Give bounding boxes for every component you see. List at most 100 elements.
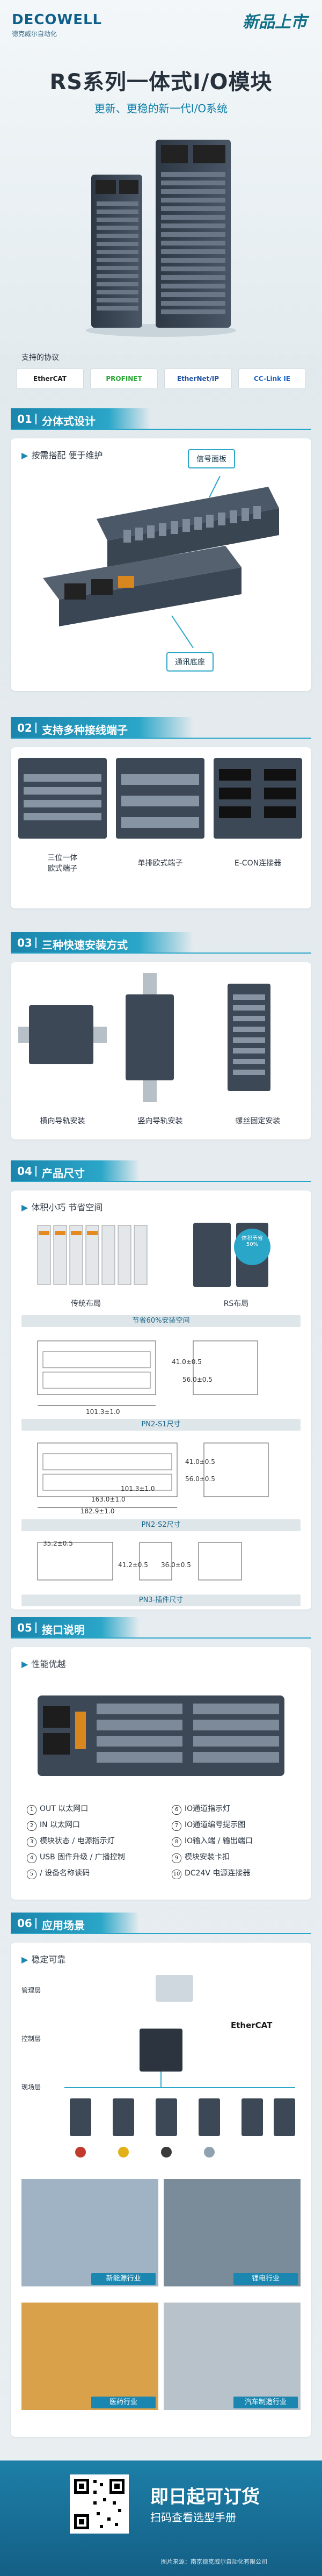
item-text: DC24V 电源连接器	[185, 1869, 251, 1878]
protocol-cclink: CC-Link IE	[238, 369, 306, 389]
applications-card: ▶稳定可靠 管理层 控制层 现场层 EtherCAT	[11, 1943, 311, 2437]
section-number: 05	[17, 1621, 32, 1634]
hero-header: DECOWELL 德克威尔自动化 新品上市 RS系列一体式I/O模块 更新、更稳…	[0, 0, 322, 355]
installation-images	[18, 973, 270, 1102]
industry-tag: 汽车制造行业	[233, 2397, 298, 2408]
item-number: 1	[27, 1805, 36, 1815]
section-number: 03	[17, 936, 32, 949]
triangle-icon: ▶	[21, 1202, 28, 1213]
section-number: 02	[17, 721, 32, 734]
interface-item: 4 USB 固件升级 / 广播控制	[27, 1851, 125, 1863]
terminal-label: 三位一体 欧式端子	[47, 854, 78, 873]
install-label: 螺丝固定安装	[235, 1117, 281, 1125]
protocols-label: 支持的协议	[21, 353, 59, 362]
item-number: 3	[27, 1837, 36, 1847]
image-credit: 图片来源：南京德克威尔自动化有限公司	[161, 2558, 267, 2565]
industry-tag: 锂电行业	[233, 2273, 298, 2285]
section-title: 接口说明	[42, 1623, 85, 1636]
brand-logo[interactable]: DECOWELL 德克威尔自动化	[12, 12, 102, 38]
pn2-s2-banner: PN2-S2尺寸	[21, 1519, 301, 1531]
legacy-layout-caption: 传统布局	[71, 1300, 101, 1308]
install-label: 横向导轨安装	[40, 1117, 85, 1125]
subheading: ▶体积小巧 节省空间	[21, 1200, 103, 1213]
logo-text: DECOWELL	[12, 12, 103, 28]
dimension-label: 36.0±0.5	[161, 1561, 191, 1569]
dimension-drawing-plugin	[37, 1542, 242, 1581]
network-topology-diagram	[64, 1975, 295, 2158]
industry-tag: 医药行业	[91, 2397, 156, 2408]
section-terminals: 02 支持多种接线端子 三位一体 欧式端子 单排欧式端子 E-CON连接器	[11, 717, 311, 911]
scan-manual-text: 扫码查看选型手册	[150, 2511, 236, 2524]
triangle-icon: ▶	[21, 1659, 28, 1669]
subheading: ▶按需搭配 便于维护	[21, 448, 103, 461]
dimension-label: 182.9±1.0	[80, 1507, 115, 1515]
section-header: 04 产品尺寸	[11, 1160, 311, 1182]
section-header: 06 应用场景	[11, 1913, 311, 1934]
section-applications: 06 应用场景 ▶稳定可靠 管理层 控制层 现场层 EtherCAT	[11, 1913, 311, 2450]
item-number: 4	[27, 1853, 36, 1863]
dimensions-card: ▶体积小巧 节省空间 传统布局 RS布局 体积节省50% 节省60%安装空间	[11, 1190, 311, 1610]
item-text: 模块状态 / 电源指示灯	[40, 1837, 115, 1845]
protocol-name: EtherNet/IP	[177, 375, 219, 383]
new-release-badge: 新品上市	[243, 9, 307, 52]
layer-label: 控制层	[21, 2035, 41, 2043]
signal-panel-callout: 信号面板	[188, 449, 235, 468]
application-photos	[21, 2179, 301, 2410]
section-title: 产品尺寸	[42, 1167, 85, 1180]
dimension-label: 163.0±1.0	[91, 1496, 126, 1503]
item-text: IO输入端 / 输出端口	[185, 1837, 253, 1845]
subheading-text: 体积小巧 节省空间	[31, 1202, 103, 1213]
order-now-text: 即日起可订货	[150, 2486, 260, 2508]
dimension-label: 56.0±0.5	[185, 1475, 215, 1483]
dimension-drawing-s1	[37, 1340, 258, 1406]
exploded-module-image	[43, 476, 279, 648]
item-text: USB 固件升级 / 广播控制	[40, 1853, 125, 1861]
industry-tag: 新能源行业	[91, 2273, 156, 2285]
section-title: 三种快速安装方式	[42, 939, 128, 951]
layout-comparison-image	[37, 1223, 270, 1287]
split-design-card: ▶按需搭配 便于维护 信号面板 通讯底座	[11, 438, 311, 691]
hero-product-image	[86, 140, 236, 337]
protocol-ethercat: EtherCAT	[16, 369, 84, 389]
section-number: 01	[17, 413, 32, 425]
subheading-text: 性能优越	[31, 1659, 66, 1669]
qr-code[interactable]	[70, 2474, 129, 2534]
item-text: 模块安装卡扣	[185, 1853, 230, 1861]
item-number: 8	[172, 1837, 181, 1847]
section-title: 支持多种接线端子	[42, 724, 128, 737]
section-installation: 03 三种快速安装方式 横向导轨安装 竖向导轨安装 螺丝固定安装	[11, 932, 311, 1147]
dimension-label: 35.2±0.5	[43, 1540, 73, 1547]
terminal-label: E-CON连接器	[234, 859, 282, 868]
section-split-design: 01 分体式设计 ▶按需搭配 便于维护 信号面板 通讯底座	[11, 408, 311, 691]
section-header: 05 接口说明	[11, 1617, 311, 1639]
badge-text: 新品上市	[243, 13, 307, 32]
section-number: 06	[17, 1917, 32, 1930]
protocol-name: CC-Link IE	[254, 375, 290, 383]
install-label: 竖向导轨安装	[137, 1117, 183, 1125]
pn2-s1-banner: PN2-S1尺寸	[21, 1419, 301, 1431]
savings-bubble: 体积节省50%	[241, 1236, 263, 1247]
protocol-ethernetip: EtherNet/IP	[164, 369, 232, 389]
terminal-images	[18, 758, 302, 839]
comm-base-callout: 通讯底座	[166, 652, 214, 672]
item-number: 2	[27, 1821, 36, 1831]
dimension-label: 41.0±0.5	[172, 1358, 202, 1366]
protocol-name: EtherCAT	[33, 375, 67, 383]
item-number: 10	[172, 1870, 181, 1879]
section-number: 04	[17, 1165, 32, 1178]
terminals-card: 三位一体 欧式端子 单排欧式端子 E-CON连接器	[11, 747, 311, 908]
dimension-label: 41.0±0.5	[185, 1458, 215, 1466]
item-number: 6	[172, 1805, 181, 1815]
installation-card: 横向导轨安装 竖向导轨安装 螺丝固定安装	[11, 962, 311, 1139]
footer-cta: 即日起可订货 扫码查看选型手册 图片来源：南京德克威尔自动化有限公司	[0, 2460, 322, 2576]
layer-label: 管理层	[21, 1987, 41, 1994]
item-text: IO通道编号提示图	[185, 1821, 246, 1829]
layer-label: 现场层	[21, 2083, 41, 2091]
dimension-label: 56.0±0.5	[182, 1376, 213, 1383]
triangle-icon: ▶	[21, 1954, 28, 1965]
triangle-icon: ▶	[21, 450, 28, 460]
